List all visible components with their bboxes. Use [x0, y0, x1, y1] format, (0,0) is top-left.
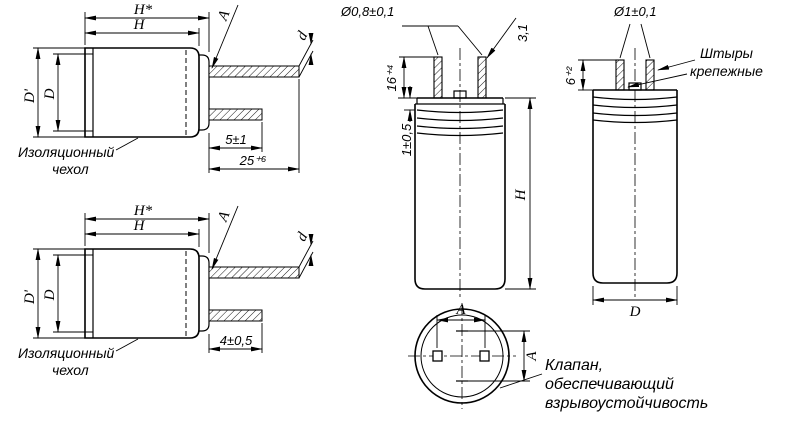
valve-label-line2: обеспечивающий	[545, 376, 674, 393]
dim-pin-len-group: 16⁺⁴	[384, 56, 434, 99]
dim-d-group: D	[42, 53, 93, 132]
capacitor-end-cap	[199, 54, 210, 131]
dim-pin-dia-label: Ø1±0,1	[613, 4, 657, 19]
dim-a-group: A	[211, 205, 239, 270]
dim-h-label: H	[133, 218, 146, 234]
valve-annotation-group: Клапан, обеспечивающий взрывоустойчивост…	[499, 357, 708, 412]
capacitor-axial-view-2: H* H D' D A d	[18, 203, 314, 378]
capacitor-axial-view-1: H* H D' D A	[18, 2, 314, 177]
mounting-pins-annotation-group: Штыры крепежные	[627, 45, 763, 88]
dim-a-group: A	[211, 4, 239, 69]
dim-h-group: H	[84, 218, 200, 247]
dim-lead-short-label: 4±0,5	[220, 333, 253, 348]
dim-lead-d-label: d	[294, 230, 312, 245]
dim-h-star-label: H*	[133, 203, 153, 219]
capacitor-mount-pin-front-view: Ø1±0,1 Штыры крепежные 6⁺² D	[563, 4, 763, 320]
dim-pin-len-group: 6⁺²	[563, 59, 616, 91]
dim-a-horizontal-label: A	[455, 302, 466, 318]
sleeve-annotation-group: Изоляционный чехол	[18, 137, 139, 177]
mounting-pins-label-line1: Штыры	[700, 45, 754, 61]
terminal-pin-left	[432, 350, 443, 362]
dim-step-label: 1±0,5	[399, 123, 414, 156]
sleeve-label-line1: Изоляционный	[18, 144, 115, 160]
dim-a-vertical-label: A	[524, 351, 540, 362]
terminal-pin-right	[479, 350, 490, 362]
capacitor-sleeve-body	[84, 248, 200, 339]
dim-d-label: D	[42, 289, 58, 301]
dim-pin-edge-group: 3,1	[486, 17, 530, 59]
sleeve-label-line2: чехол	[52, 161, 89, 177]
dim-h-group: H	[505, 97, 536, 290]
dim-lead-short-label: 5±1	[225, 132, 247, 147]
lead-wire-bottom	[208, 309, 263, 322]
seal-bump	[453, 90, 467, 99]
dim-lead-short-group: 5±1	[208, 122, 263, 173]
valve-label-line1: Клапан,	[545, 357, 603, 374]
dim-d-outer-group: D'	[22, 248, 85, 339]
lead-wire-bottom	[208, 108, 263, 121]
capacitor-can-body	[414, 104, 506, 290]
case-outline-inner	[420, 314, 504, 398]
dim-pin-len-label: 6⁺²	[563, 66, 578, 85]
dim-d-label: D	[42, 88, 58, 100]
capacitor-bottom-view: A A Клапан, обеспечивающий взрывоустойчи…	[408, 302, 708, 412]
dim-pin-len-label: 16⁺⁴	[384, 65, 399, 92]
capacitor-sleeve-body	[84, 47, 200, 138]
dim-step-group: 1±0,5	[399, 86, 415, 156]
mounting-pins-label-line2: крепежные	[690, 63, 763, 79]
lead-wire-top	[208, 266, 300, 279]
dim-h-star-group: H*	[84, 203, 210, 253]
valve-label-line3: взрывоустойчивость	[545, 395, 708, 412]
dim-h-label: H	[133, 17, 146, 33]
dim-d-group: D	[592, 286, 678, 320]
dim-d-group: D	[42, 254, 93, 333]
terminal-pin-right	[477, 56, 487, 99]
dim-pin-edge-label: 3,1	[515, 24, 530, 42]
terminal-pin-left	[433, 56, 443, 99]
sleeve-annotation-group: Изоляционный чехол	[18, 338, 139, 378]
dim-a-horizontal-group: A	[436, 302, 486, 348]
dim-h-group: H	[84, 17, 200, 46]
dim-h-label: H	[513, 188, 529, 201]
dim-h-star-group: H*	[84, 2, 210, 52]
dim-d-label: D	[629, 304, 641, 320]
dim-pin-dia-group: Ø0,8±0,1	[340, 4, 483, 56]
sleeve-label-line1: Изоляционный	[18, 345, 115, 361]
capacitor-can-body	[592, 90, 678, 284]
sleeve-label-line2: чехол	[52, 362, 89, 378]
lead-wire-top	[208, 65, 300, 78]
dim-lead-short-group: 4±0,5	[208, 323, 263, 353]
dim-lead-d-label: d	[294, 29, 312, 44]
case-outline-outer	[414, 308, 510, 404]
dim-d-outer-label: D'	[22, 289, 38, 305]
dim-d-outer-group: D'	[22, 47, 85, 138]
dim-pin-dia-label: Ø0,8±0,1	[340, 4, 394, 19]
mounting-pin-right	[645, 59, 655, 91]
dim-lead-long-group: 25⁺⁶	[208, 79, 300, 173]
capacitor-snap-in-front-view: Ø0,8±0,1 3,1 16⁺⁴ 1±0,5 H	[340, 4, 536, 300]
dim-pin-dia-group: Ø1±0,1	[613, 4, 657, 59]
mounting-pin-left	[615, 59, 625, 91]
capacitor-end-cap	[199, 255, 210, 332]
dim-d-outer-label: D'	[22, 88, 38, 104]
dim-lead-long-label: 25⁺⁶	[239, 153, 267, 168]
dim-h-star-label: H*	[133, 2, 153, 18]
